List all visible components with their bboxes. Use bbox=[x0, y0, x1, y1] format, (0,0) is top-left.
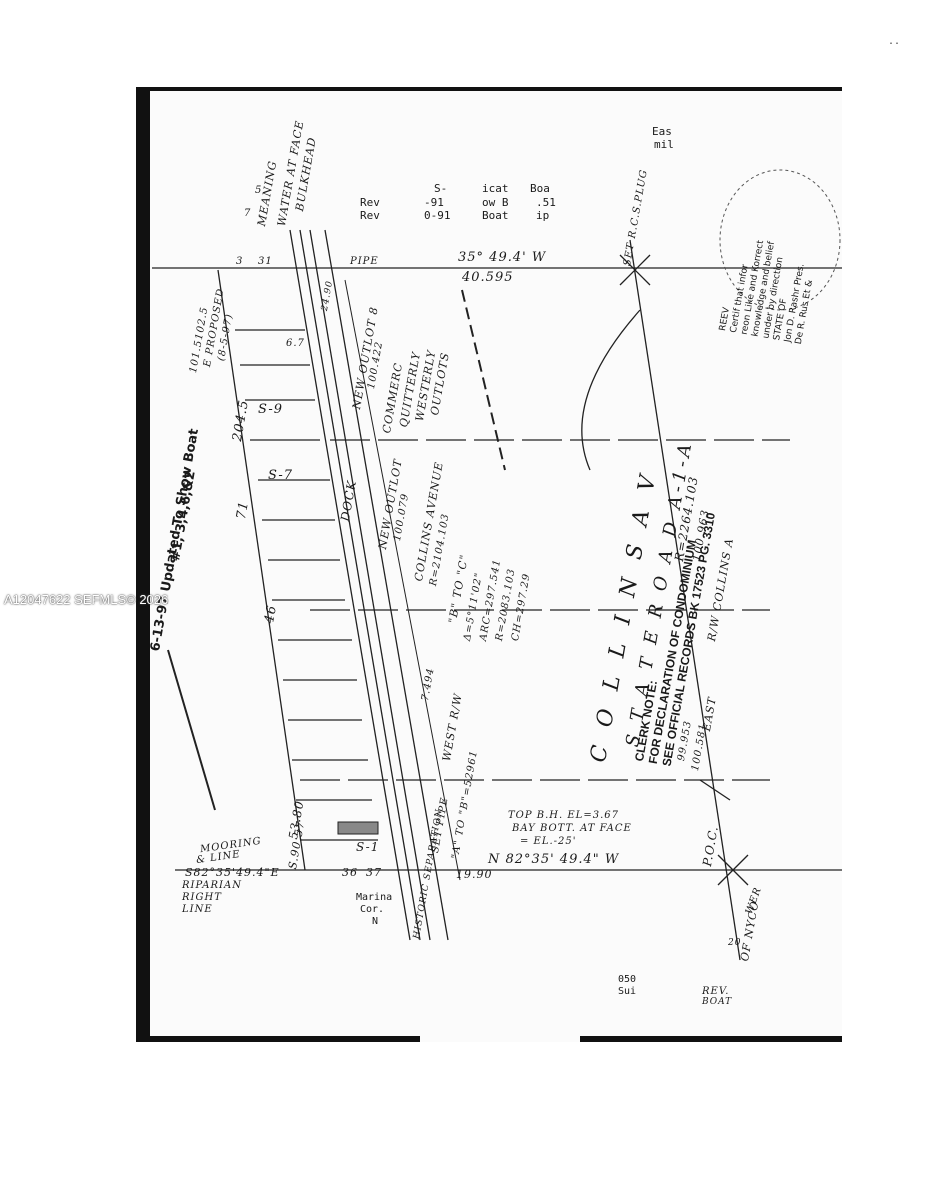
diag-line-7 bbox=[629, 239, 741, 961]
hdr-r1-c2: ow B bbox=[482, 196, 509, 209]
hdr-r0-c0: S- bbox=[434, 182, 448, 195]
note-dist-46: 46 bbox=[262, 603, 280, 625]
note-riparian-1: RIPARIAN bbox=[182, 880, 242, 891]
hdr-r1-c3: .51 bbox=[536, 196, 556, 209]
bottom-code-1: 050 bbox=[618, 974, 637, 985]
slip-label-s9: S-9 bbox=[258, 402, 284, 417]
note-top-bh: TOP B.H. EL=3.67 bbox=[508, 810, 619, 821]
diag-line-1 bbox=[217, 269, 306, 871]
hatch-bar bbox=[337, 821, 379, 835]
mls-watermark: A12047622 SEFMLS© 2026 bbox=[4, 592, 169, 607]
marina-corner-3: N bbox=[372, 916, 379, 927]
note-riparian-2: RIGHT bbox=[182, 892, 222, 903]
note-line-3: 3 bbox=[236, 256, 244, 267]
hdr-r0-c1: icat bbox=[482, 182, 509, 195]
rev-boat-2: BOAT bbox=[702, 997, 733, 1007]
marina-corner-1: Marina bbox=[356, 892, 393, 903]
diag-line-5 bbox=[324, 229, 449, 941]
bearing-top: 35° 49.4' W bbox=[458, 250, 547, 265]
marina-corner-2: Cor. bbox=[360, 904, 385, 915]
note-dist-1990: 19.90 bbox=[456, 868, 493, 881]
corner-mark: .. bbox=[888, 36, 901, 47]
slip-label-s1: S-1 bbox=[356, 840, 380, 854]
note-line-31: 31 bbox=[258, 256, 273, 267]
curve-arc bbox=[581, 309, 641, 471]
hdr-r2-c1: 0-91 bbox=[424, 209, 451, 222]
bearing-bottom: N 82°35' 49.4" W bbox=[488, 852, 620, 867]
note-bay-bott: BAY BOTT. AT FACE bbox=[512, 823, 632, 834]
dash-line-a bbox=[461, 289, 506, 471]
note-riparian-3: LINE bbox=[182, 904, 213, 915]
note-pipe: PIPE bbox=[350, 256, 379, 267]
diag-line-3 bbox=[299, 229, 421, 941]
hdr-r1-c0: Rev bbox=[360, 196, 380, 209]
hdr-r0-c2: Boa bbox=[530, 182, 550, 195]
note-dist-37: 37 bbox=[366, 866, 382, 879]
note-dist-20: 20 bbox=[728, 938, 742, 948]
bearing-left: S82°35'49.4"E bbox=[185, 866, 280, 879]
diag-line-4 bbox=[309, 229, 431, 941]
distance-top: 40.595 bbox=[462, 270, 514, 285]
corner-code-bottom: mil bbox=[654, 138, 674, 151]
note-71: 71 bbox=[234, 499, 252, 521]
diag-line-6 bbox=[344, 279, 461, 881]
corner-code-top: Eas bbox=[652, 125, 672, 138]
hdr-r1-c1: -91 bbox=[424, 196, 444, 209]
note-line-7: 7 bbox=[244, 208, 252, 219]
surveyor-seal bbox=[719, 169, 841, 311]
hdr-r2-c2: Boat bbox=[482, 209, 509, 222]
survey-sheet bbox=[136, 87, 842, 1042]
dash-line-b bbox=[167, 649, 216, 811]
hdr-r2-c0: Rev bbox=[360, 209, 380, 222]
diag-line-2 bbox=[289, 229, 411, 941]
hdr-r2-c3: ip bbox=[536, 209, 550, 222]
surveyor-certification: REEV Certif that infor reon Like and Kor… bbox=[718, 235, 821, 346]
note-line-5: 5 bbox=[255, 185, 263, 196]
note-dist-36: 36 bbox=[342, 866, 358, 879]
scan-border-left bbox=[136, 87, 150, 1042]
bottom-code-2: Sui bbox=[618, 986, 637, 997]
note-dist-67: 6.7 bbox=[286, 338, 305, 349]
rev-boat-1: REV. bbox=[702, 986, 730, 997]
scan-border-top bbox=[136, 87, 842, 91]
scan-border-gap bbox=[420, 1036, 580, 1042]
note-el-25: = EL.-25' bbox=[520, 836, 577, 847]
slip-label-s7: S-7 bbox=[268, 468, 294, 483]
